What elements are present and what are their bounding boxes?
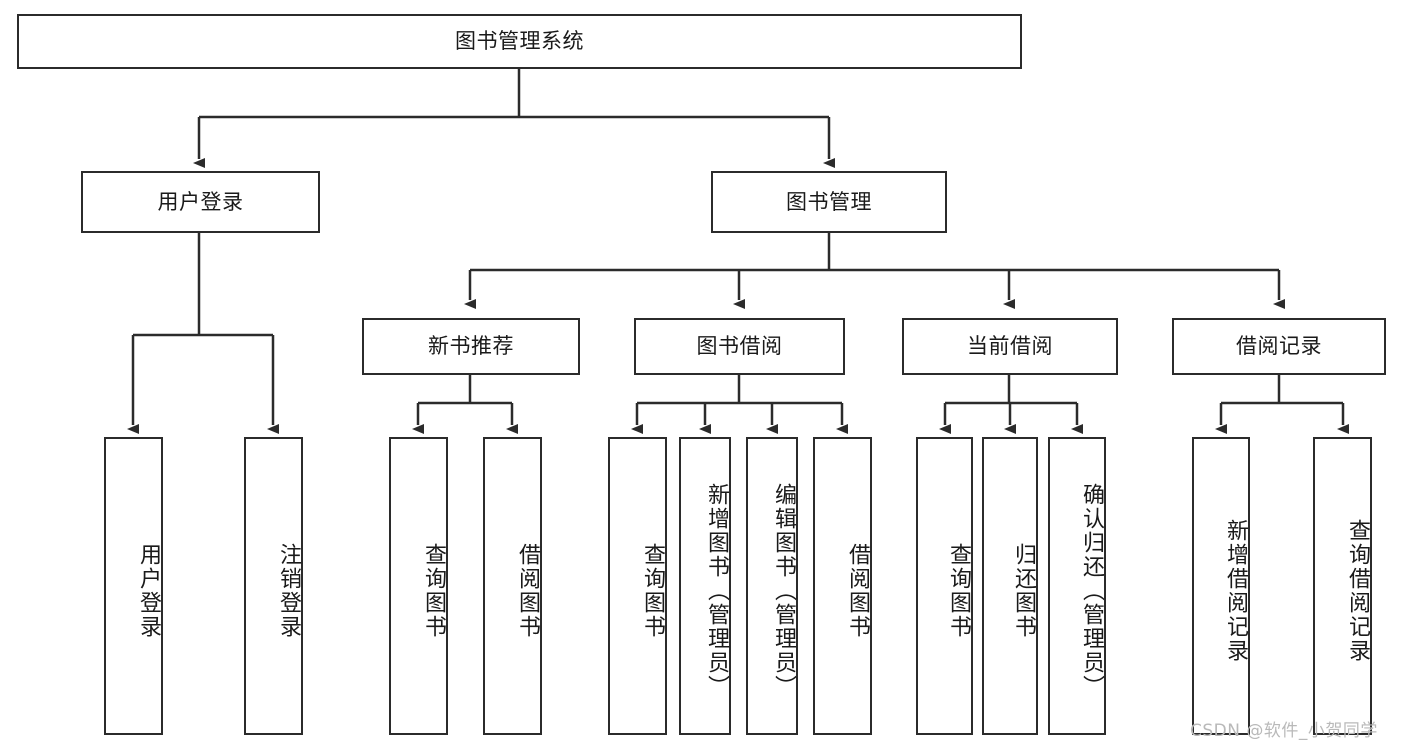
node-current-borrow[interactable]: 当前借阅	[902, 318, 1118, 375]
leaf-current-confirm-return[interactable]: 确认归还（管理员）	[1048, 437, 1106, 735]
leaf-record-query-record[interactable]: 查询借阅记录	[1313, 437, 1372, 735]
node-book-management[interactable]: 图书管理	[711, 171, 947, 233]
node-label: 查询图书	[421, 543, 446, 639]
leaf-borrow-borrow-book[interactable]: 借阅图书	[813, 437, 872, 735]
node-label: 借阅记录	[1236, 334, 1322, 359]
node-label: 图书借阅	[696, 334, 783, 359]
node-borrow-record[interactable]: 借阅记录	[1172, 318, 1386, 375]
node-label: 注销登录	[276, 543, 301, 639]
leaf-recommend-borrow-book[interactable]: 借阅图书	[483, 437, 542, 735]
node-label: 图书管理系统	[455, 29, 584, 54]
leaf-current-return-book[interactable]: 归还图书	[982, 437, 1038, 735]
node-label: 借阅图书	[515, 543, 540, 639]
node-label: 借阅图书	[845, 543, 870, 639]
node-new-book-recommend[interactable]: 新书推荐	[362, 318, 580, 375]
leaf-recommend-query-book[interactable]: 查询图书	[389, 437, 448, 735]
leaf-current-query-book[interactable]: 查询图书	[916, 437, 973, 735]
node-label: 查询图书	[640, 543, 665, 639]
node-label: 确认归还（管理员）	[1079, 483, 1104, 699]
node-label: 新增图书（管理员）	[704, 483, 729, 699]
node-label: 当前借阅	[967, 334, 1053, 359]
node-label: 归还图书	[1011, 543, 1036, 639]
leaf-borrow-add-book[interactable]: 新增图书（管理员）	[679, 437, 731, 735]
node-book-borrow[interactable]: 图书借阅	[634, 318, 845, 375]
node-label: 新书推荐	[428, 334, 514, 359]
node-label: 查询借阅记录	[1345, 519, 1370, 663]
node-label: 图书管理	[786, 189, 872, 214]
node-label: 用户登录	[136, 543, 161, 639]
leaf-borrow-edit-book[interactable]: 编辑图书（管理员）	[746, 437, 798, 735]
node-label: 新增借阅记录	[1223, 519, 1248, 663]
node-label: 用户登录	[157, 189, 244, 214]
leaf-user-login-logout[interactable]: 注销登录	[244, 437, 303, 735]
node-user-login[interactable]: 用户登录	[81, 171, 320, 233]
node-label: 查询图书	[946, 543, 971, 639]
leaf-user-login-login[interactable]: 用户登录	[104, 437, 163, 735]
node-label: 编辑图书（管理员）	[771, 483, 796, 699]
node-root-system[interactable]: 图书管理系统	[17, 14, 1022, 69]
leaf-record-add-record[interactable]: 新增借阅记录	[1192, 437, 1250, 735]
leaf-borrow-query-book[interactable]: 查询图书	[608, 437, 667, 735]
